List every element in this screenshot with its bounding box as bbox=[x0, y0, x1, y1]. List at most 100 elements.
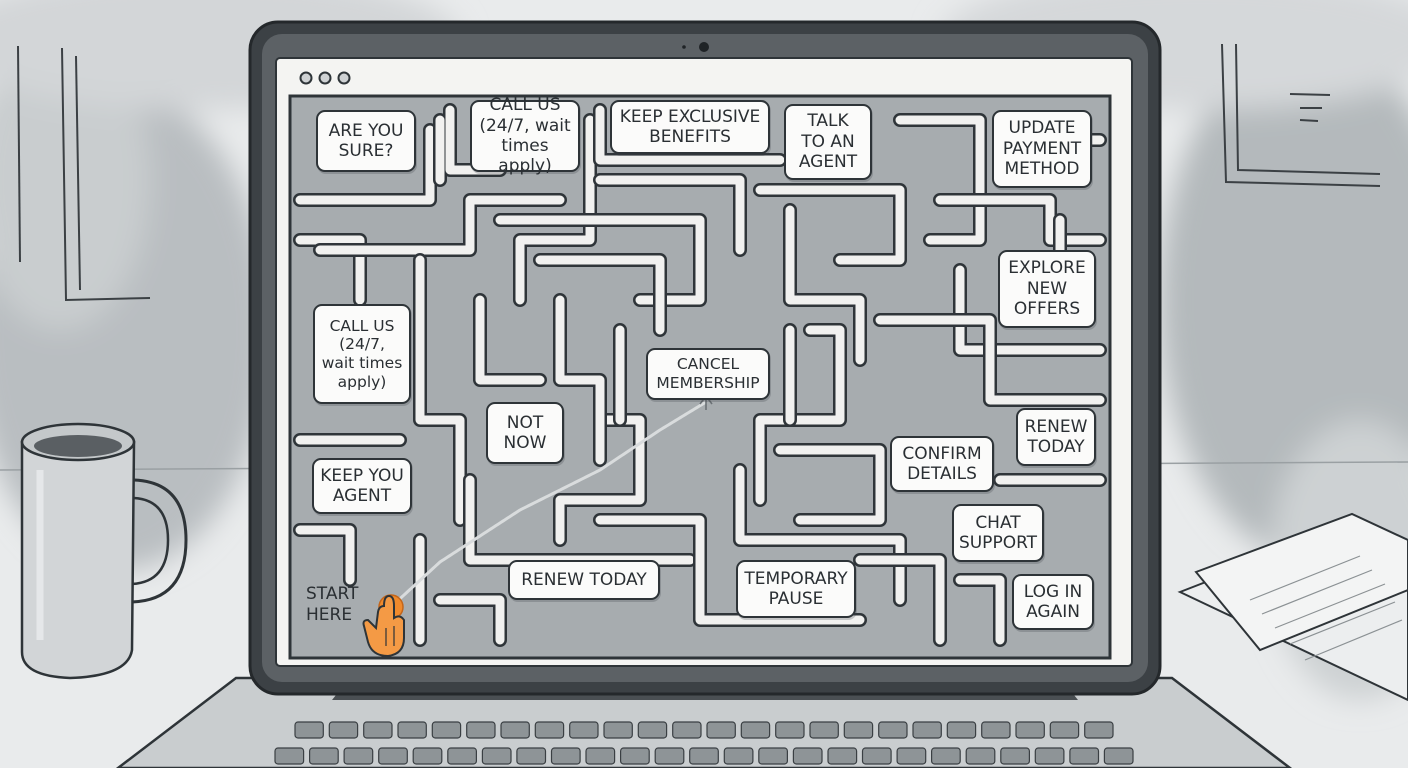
label-explore-new-offers[interactable]: EXPLORE NEW OFFERS bbox=[998, 250, 1096, 328]
keyboard-key bbox=[309, 747, 339, 765]
keyboard-key bbox=[1103, 747, 1134, 765]
coffee-mug bbox=[20, 422, 188, 680]
keyboard-key bbox=[1000, 747, 1030, 765]
hand-pointer-icon[interactable] bbox=[362, 594, 405, 658]
maze-corridor bbox=[515, 115, 595, 305]
maze-corridor bbox=[555, 295, 605, 465]
keyboard-key bbox=[603, 721, 633, 739]
keyboard-key bbox=[294, 721, 324, 739]
keyboard-key bbox=[965, 747, 996, 765]
keyboard-key bbox=[550, 747, 581, 765]
maze-corridor bbox=[955, 265, 1105, 355]
keyboard-key bbox=[912, 721, 942, 739]
maze-corridor bbox=[775, 445, 885, 525]
maze-corridor bbox=[415, 535, 505, 645]
keyboard-key bbox=[1015, 721, 1045, 739]
keyboard-key bbox=[466, 721, 496, 739]
maze-corridor bbox=[595, 105, 785, 165]
keyboard-key bbox=[775, 721, 805, 739]
keyboard-key bbox=[328, 721, 359, 739]
maze-corridor bbox=[895, 115, 985, 245]
keyboard-key bbox=[896, 747, 927, 765]
label-confirm-details[interactable]: CONFIRM DETAILS bbox=[890, 436, 994, 492]
keyboard-key bbox=[758, 747, 788, 765]
label-start-here[interactable]: START HERE bbox=[306, 584, 359, 626]
keyboard-key bbox=[274, 747, 305, 765]
keyboard-key bbox=[689, 747, 719, 765]
keyboard-key bbox=[740, 721, 771, 739]
label-renew-today-bottom[interactable]: RENEW TODAY bbox=[508, 560, 660, 600]
keyboard-key bbox=[981, 721, 1011, 739]
label-chat-support[interactable]: CHAT SUPPORT bbox=[952, 504, 1044, 562]
maze-board bbox=[288, 94, 1112, 660]
keyboard-key bbox=[585, 747, 616, 765]
keyboard-key bbox=[500, 721, 530, 739]
label-log-in-again[interactable]: LOG IN AGAIN bbox=[1012, 574, 1094, 630]
label-talk-to-an-agent[interactable]: TALK TO AN AGENT bbox=[784, 104, 872, 180]
maze-corridor bbox=[295, 125, 435, 205]
maze-corridor bbox=[295, 435, 405, 585]
window-control-dots-icon bbox=[299, 71, 351, 85]
label-not-now[interactable]: NOT NOW bbox=[486, 402, 564, 464]
keyboard-key bbox=[516, 747, 547, 765]
keyboard-key bbox=[723, 747, 754, 765]
label-temporary-pause[interactable]: TEMPORARY PAUSE bbox=[736, 560, 856, 618]
window-frame-left bbox=[17, 45, 151, 302]
keyboard-key bbox=[447, 747, 477, 765]
label-are-you-sure[interactable]: ARE YOU SURE? bbox=[316, 110, 416, 172]
keyboard-key bbox=[827, 747, 858, 765]
label-cancel-membership[interactable]: CANCEL MEMBERSHIP bbox=[646, 348, 770, 400]
maze-corridor bbox=[735, 465, 905, 605]
keyboard-key bbox=[878, 721, 908, 739]
keyboard-key bbox=[672, 721, 702, 739]
maze-corridor bbox=[475, 295, 545, 385]
keyboard-key bbox=[412, 747, 443, 765]
maze-corridor bbox=[595, 515, 865, 625]
keyboard-key bbox=[481, 747, 512, 765]
keyboard-key bbox=[930, 747, 961, 765]
keyboard-key bbox=[843, 721, 874, 739]
keyboard-key bbox=[569, 721, 599, 739]
keyboard-key bbox=[706, 721, 736, 739]
maze-corridor bbox=[595, 175, 745, 255]
papers bbox=[1177, 512, 1408, 702]
keyboard-key bbox=[792, 747, 823, 765]
keyboard-key bbox=[619, 747, 650, 765]
maze-corridor bbox=[495, 215, 705, 305]
label-renew-today-right[interactable]: RENEW TODAY bbox=[1016, 408, 1096, 466]
maze-corridor bbox=[295, 235, 365, 305]
maze-corridor bbox=[875, 315, 1105, 405]
keyboard-key bbox=[1049, 721, 1080, 739]
keyboard-key bbox=[363, 721, 393, 739]
label-keep-exclusive-benefits[interactable]: KEEP EXCLUSIVE BENEFITS bbox=[610, 100, 770, 154]
maze-corridor bbox=[415, 255, 465, 525]
maze-corridor bbox=[615, 325, 795, 425]
keyboard-key bbox=[809, 721, 839, 739]
keyboard-key bbox=[637, 721, 668, 739]
maze-corridor bbox=[855, 555, 945, 645]
maze-corridor bbox=[755, 325, 845, 505]
window-frame-right bbox=[1221, 43, 1381, 187]
label-call-us-left[interactable]: CALL US (24/7, wait times apply) bbox=[313, 304, 411, 404]
keyboard-key bbox=[654, 747, 685, 765]
label-keep-you-agent[interactable]: KEEP YOU AGENT bbox=[312, 458, 412, 514]
keyboard-key bbox=[861, 747, 892, 765]
maze-corridor bbox=[315, 195, 565, 255]
maze-corridor bbox=[955, 475, 1105, 645]
maze-corridor bbox=[785, 205, 865, 365]
webcam-icon bbox=[699, 42, 709, 52]
maze-corridor bbox=[935, 195, 1105, 245]
maze-corridor bbox=[535, 255, 665, 335]
keyboard-key bbox=[534, 721, 565, 739]
keyboard-key bbox=[1084, 721, 1114, 739]
maze-walls bbox=[293, 103, 1107, 647]
keyboard-key bbox=[1034, 747, 1065, 765]
keyboard-key bbox=[946, 721, 977, 739]
label-update-payment-method[interactable]: UPDATE PAYMENT METHOD bbox=[992, 110, 1092, 188]
solution-trail bbox=[390, 400, 707, 608]
keyboard-key bbox=[397, 721, 427, 739]
keyboard-key bbox=[431, 721, 462, 739]
label-call-us-top[interactable]: CALL US (24/7, wait times apply) bbox=[470, 95, 580, 176]
keyboard-key bbox=[378, 747, 408, 765]
maze-corridor bbox=[755, 185, 905, 265]
